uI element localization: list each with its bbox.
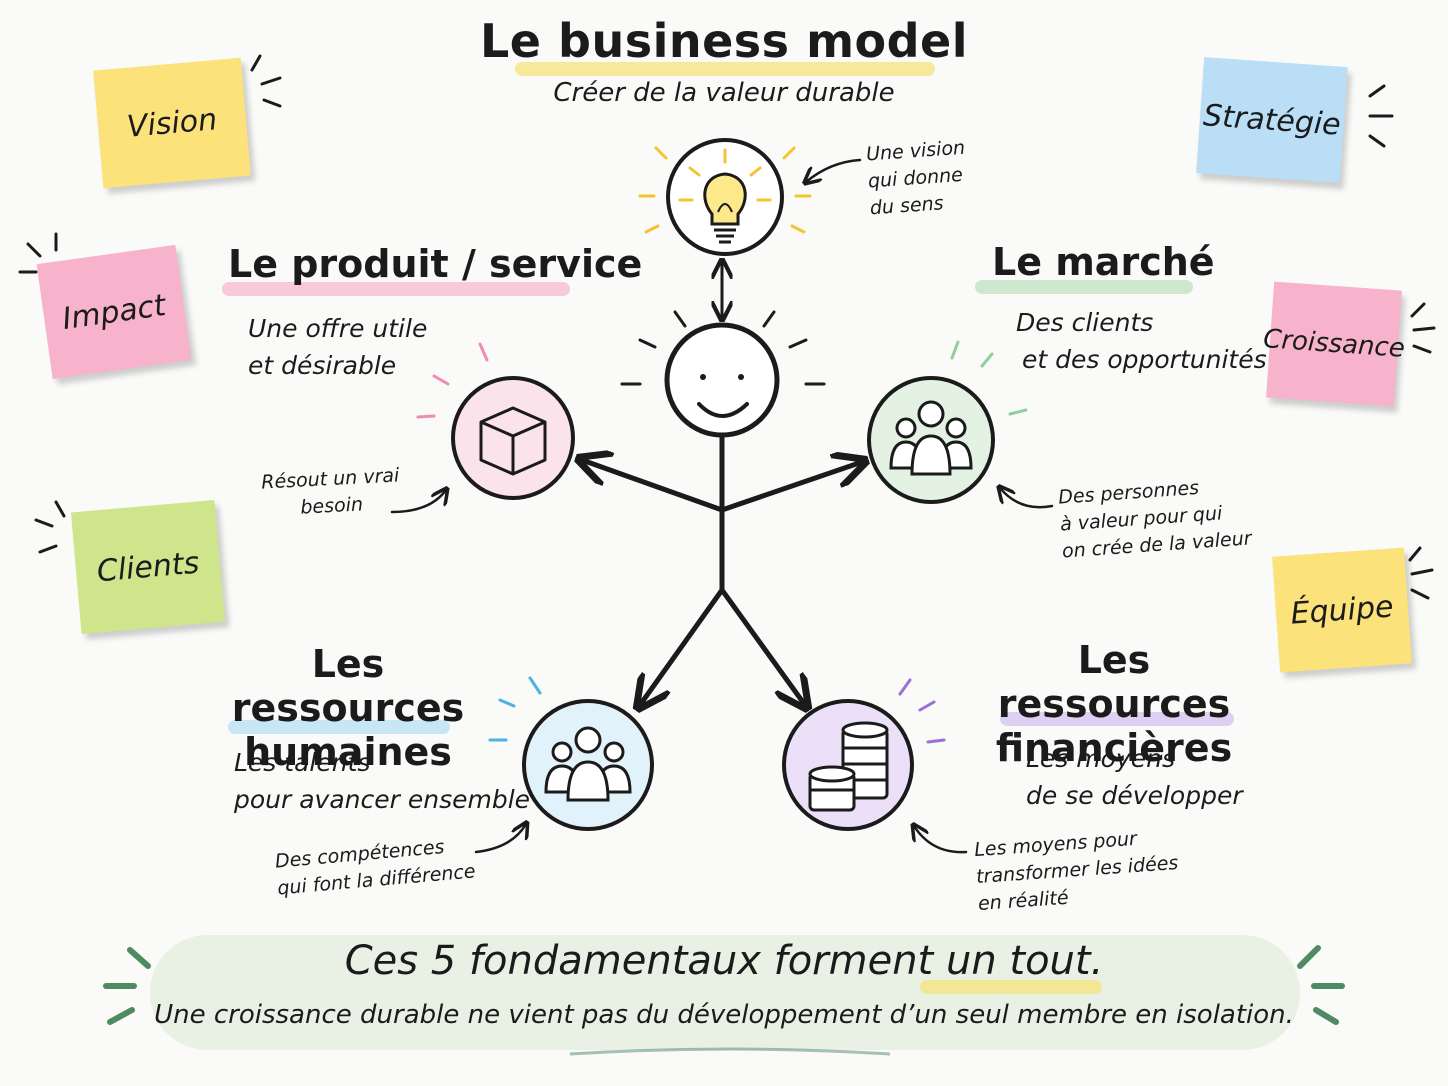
annotation-arrows bbox=[390, 158, 1054, 854]
financieres-desc: Les moyens de se développer bbox=[1026, 744, 1243, 810]
footer-highlight bbox=[920, 980, 1102, 994]
footer-title: Ces 5 fondamentaux forment un tout. bbox=[344, 938, 1104, 984]
humaines-highlight bbox=[228, 720, 450, 734]
page-title: Le business model bbox=[480, 14, 968, 68]
sticky-impact: Impact bbox=[36, 244, 192, 380]
team-icon bbox=[544, 726, 632, 802]
sticky-strategie: Stratégie bbox=[1196, 57, 1348, 183]
vision-note: Une vision qui donne du sens bbox=[865, 136, 966, 220]
humaines-desc: Les talents pour avancer ensemble bbox=[234, 748, 531, 814]
financieres-node bbox=[782, 678, 946, 831]
financieres-highlight bbox=[1000, 712, 1234, 726]
footer-subtitle: Une croissance durable ne vient pas du d… bbox=[154, 1000, 1294, 1030]
marche-node bbox=[867, 340, 1028, 504]
humaines-node bbox=[488, 676, 654, 831]
sticky-equipe: Équipe bbox=[1272, 547, 1412, 673]
financieres-title: Les ressources financières bbox=[995, 638, 1233, 770]
sticky-vision: Vision bbox=[93, 57, 251, 189]
humaines-title: Les ressources humaines bbox=[231, 642, 465, 774]
lightbulb-icon bbox=[638, 138, 812, 256]
coins-icon bbox=[808, 721, 889, 812]
marche-note: Des personnes à valeur pour qui on crée … bbox=[1057, 476, 1253, 563]
sticky-clients: Clients bbox=[70, 499, 226, 635]
produit-title: Le produit / service bbox=[228, 242, 643, 286]
marche-desc: Des clients et des opportunités bbox=[1016, 308, 1267, 374]
produit-node bbox=[416, 342, 575, 500]
footer-underline bbox=[569, 1047, 891, 1056]
figure-rays bbox=[620, 310, 826, 386]
title-highlight bbox=[515, 62, 935, 76]
footer-band bbox=[150, 935, 1300, 1050]
produit-highlight bbox=[222, 282, 570, 296]
financieres-note: Les moyens pour transformer les idées en… bbox=[973, 827, 1180, 915]
produit-desc: Une offre utile et désirable bbox=[248, 314, 428, 380]
sticky-croissance: Croissance bbox=[1262, 281, 1406, 407]
stick-figure bbox=[582, 262, 862, 705]
marche-title: Le marché bbox=[992, 240, 1215, 284]
cube-icon bbox=[479, 406, 547, 476]
footer-marks bbox=[103, 945, 1345, 1025]
people-group-icon bbox=[889, 400, 973, 476]
sticky-burst-marks bbox=[18, 54, 1436, 600]
page-subtitle: Créer de la valeur durable bbox=[553, 78, 895, 108]
marche-highlight bbox=[975, 280, 1193, 294]
produit-note: Résout un vrai besoin bbox=[260, 464, 400, 519]
